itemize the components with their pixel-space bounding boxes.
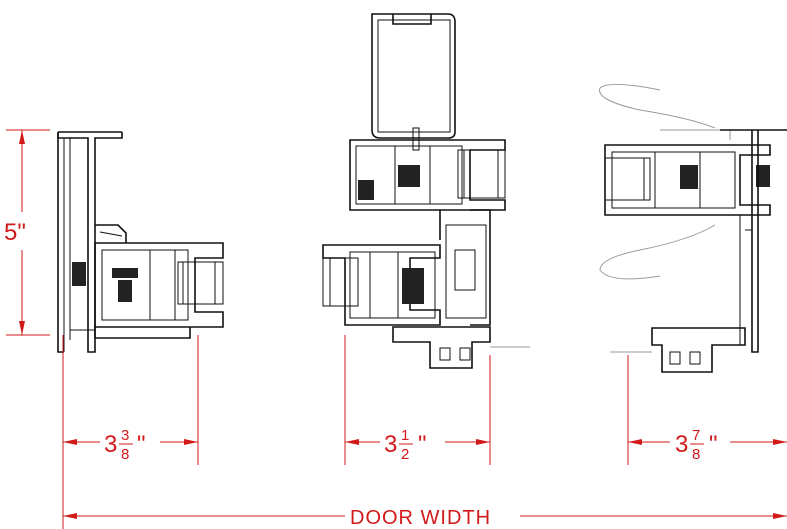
left-width-unit: " [137, 431, 146, 458]
middle-width-numerator: 1 [401, 427, 409, 444]
middle-width-dimension: 3 1 2 " [344, 335, 530, 465]
left-width-denominator: 8 [121, 446, 129, 463]
middle-width-denominator: 2 [401, 446, 409, 463]
left-width-numerator: 3 [121, 427, 129, 444]
right-width-dimension: 3 7 8 " [610, 351, 787, 465]
height-unit: " [17, 219, 26, 246]
door-width-label: DOOR WIDTH [350, 507, 491, 529]
middle-stile-section [322, 13, 506, 369]
door-width-dimension: DOOR WIDTH [62, 465, 787, 529]
right-width-whole: 3 [675, 431, 688, 458]
middle-width-unit: " [418, 431, 427, 458]
right-jamb-section [599, 84, 787, 373]
left-jamb-section [57, 131, 224, 353]
middle-width-whole: 3 [384, 431, 397, 458]
height-value: 5 [4, 219, 17, 246]
height-dimension: 5" [4, 129, 50, 336]
height-label: 5" [4, 219, 26, 246]
left-width-whole: 3 [104, 431, 117, 458]
right-width-denominator: 8 [692, 446, 700, 463]
right-width-numerator: 7 [692, 427, 700, 444]
left-width-dimension: 3 3 8 " [62, 335, 199, 465]
right-width-unit: " [709, 431, 718, 458]
